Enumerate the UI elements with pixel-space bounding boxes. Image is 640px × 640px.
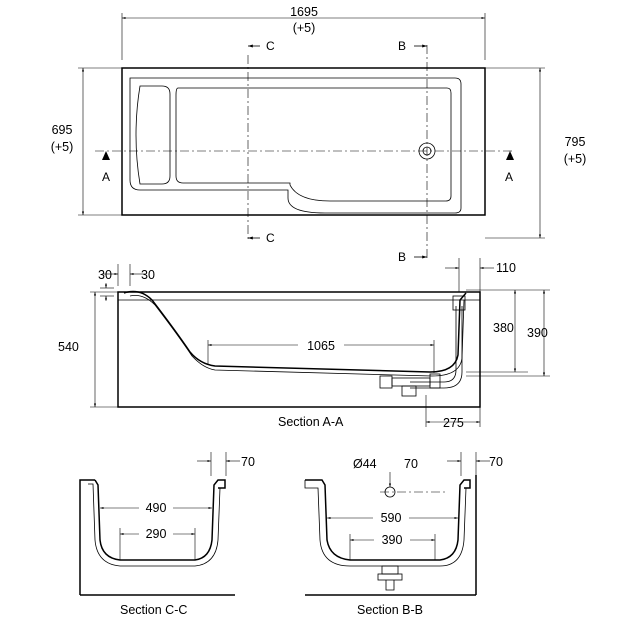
rim-right-label: 110 bbox=[496, 261, 516, 275]
overflow-fitting bbox=[452, 295, 466, 311]
plan-view: 1695 (+5) C C B B A A 695 ( bbox=[51, 5, 587, 264]
section-bb-shell-outer bbox=[304, 480, 467, 567]
marker-a-left: A bbox=[102, 170, 110, 184]
width-narrow-tolerance: (+5) bbox=[51, 140, 74, 154]
section-bb-shell bbox=[305, 479, 471, 561]
waste-offset-label: 275 bbox=[443, 416, 464, 430]
bb-top-width-label: 590 bbox=[381, 511, 402, 525]
cc-top-width-label: 490 bbox=[146, 501, 167, 515]
section-aa-outline bbox=[117, 291, 481, 408]
overflow-offset-label: 70 bbox=[404, 457, 418, 471]
trap-nut-left bbox=[379, 375, 393, 389]
bath-basin bbox=[175, 87, 452, 202]
marker-b-top: B bbox=[398, 39, 406, 53]
section-cc-wall-left bbox=[79, 479, 95, 595]
bb-bottom-width-label: 390 bbox=[382, 533, 403, 547]
rim-left-2-label: 30 bbox=[141, 268, 155, 282]
bb-rim-label: 70 bbox=[489, 455, 503, 469]
section-aa-shell bbox=[123, 290, 467, 373]
bb-waste-pipe bbox=[385, 580, 395, 591]
bb-waste-outlet bbox=[381, 565, 399, 575]
floor-length-label: 1065 bbox=[307, 339, 335, 353]
section-cc-shell bbox=[94, 479, 226, 561]
section-aa-title: Section A-A bbox=[278, 415, 344, 429]
rim-left-1-label: 30 bbox=[98, 268, 112, 282]
bath-rim bbox=[129, 77, 462, 214]
marker-b-bottom: B bbox=[398, 250, 406, 264]
marker-c-top: C bbox=[266, 39, 275, 53]
width-wide-label: 795 bbox=[565, 135, 586, 149]
marker-a-left-arrow bbox=[102, 151, 110, 160]
section-bb-title: Section B-B bbox=[357, 603, 423, 617]
section-bb-view: Ø44 70 70 590 390 Section B-B bbox=[304, 452, 503, 617]
depth-outer-label: 390 bbox=[527, 326, 548, 340]
section-aa-view: 540 30 30 1065 110 380 390 bbox=[58, 258, 550, 430]
depth-inner-label: 380 bbox=[493, 321, 514, 335]
trap-nut-right bbox=[429, 373, 441, 389]
width-wide-tolerance: (+5) bbox=[564, 152, 587, 166]
trap-outlet bbox=[401, 385, 417, 397]
length-tolerance: (+5) bbox=[293, 21, 316, 35]
section-aa-shell-inner bbox=[129, 295, 465, 377]
marker-a-right-arrow bbox=[506, 151, 514, 160]
overflow-pipe bbox=[410, 306, 463, 389]
section-cc-shell-outer bbox=[88, 483, 221, 567]
marker-a-right: A bbox=[505, 170, 513, 184]
height-label: 540 bbox=[58, 340, 79, 354]
width-narrow-label: 695 bbox=[52, 123, 73, 137]
cc-bottom-width-label: 290 bbox=[146, 527, 167, 541]
bath-headrest bbox=[135, 85, 171, 185]
bath-outline bbox=[121, 67, 486, 216]
length-label: 1695 bbox=[290, 5, 318, 19]
section-cc-view: 70 490 290 Section C-C bbox=[79, 452, 255, 617]
bb-waste-nut bbox=[377, 573, 403, 581]
cc-rim-label: 70 bbox=[241, 455, 255, 469]
section-cc-title: Section C-C bbox=[120, 603, 187, 617]
overflow-dia-label: Ø44 bbox=[353, 457, 377, 471]
marker-c-bottom: C bbox=[266, 231, 275, 245]
